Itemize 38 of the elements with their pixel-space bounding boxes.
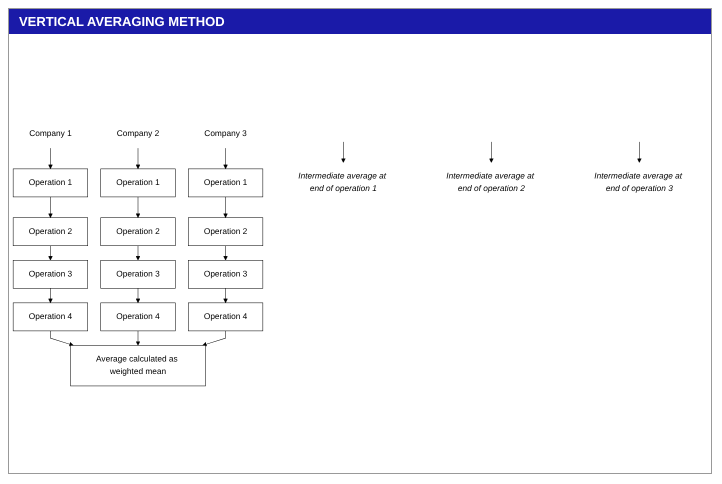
arrow: [223, 245, 228, 260]
node-box: Operation 2: [188, 217, 264, 246]
node-box: Operation 4: [100, 302, 176, 332]
arrow: [136, 148, 140, 170]
arrow: [136, 330, 140, 346]
node-box: Operation 2: [100, 217, 176, 246]
node-text: Company 2: [116, 129, 160, 138]
node-text: Intermediate average at end of operation 3: [594, 172, 682, 194]
arrow: [223, 148, 228, 170]
node-box: Operation 3: [188, 260, 264, 289]
node-box: Operation 4: [12, 302, 88, 332]
node-text: Company 3: [204, 129, 247, 138]
node-box: Operation 1: [188, 168, 264, 198]
arrow: [223, 288, 228, 304]
node-box: Operation 3: [100, 260, 176, 289]
node-text: Intermediate average at end of operation 2: [446, 172, 534, 194]
node-text: Intermediate average at end of operation 1: [298, 172, 386, 194]
node-box: Operation 3: [12, 260, 88, 289]
arrow: [48, 196, 53, 218]
arrow: [48, 288, 53, 304]
arrow: [489, 142, 494, 163]
node-box: Operation 4: [188, 302, 264, 332]
node-box: Operation 2: [12, 217, 88, 246]
arrow: [202, 330, 226, 346]
node-box: Average calculated as weighted mean: [70, 345, 206, 386]
node-box: Operation 1: [12, 168, 88, 198]
arrow: [136, 196, 140, 218]
node-text: Company 1: [29, 129, 72, 138]
arrow: [341, 142, 346, 163]
arrow: [637, 142, 642, 163]
node-box: Operation 1: [100, 168, 176, 198]
arrow: [136, 245, 140, 260]
arrow: [136, 288, 140, 304]
arrow: [223, 196, 228, 218]
arrow: [48, 245, 53, 260]
title-banner: VERTICAL AVERAGING METHOD: [9, 9, 711, 34]
arrow: [50, 330, 74, 346]
arrow: [48, 148, 53, 170]
